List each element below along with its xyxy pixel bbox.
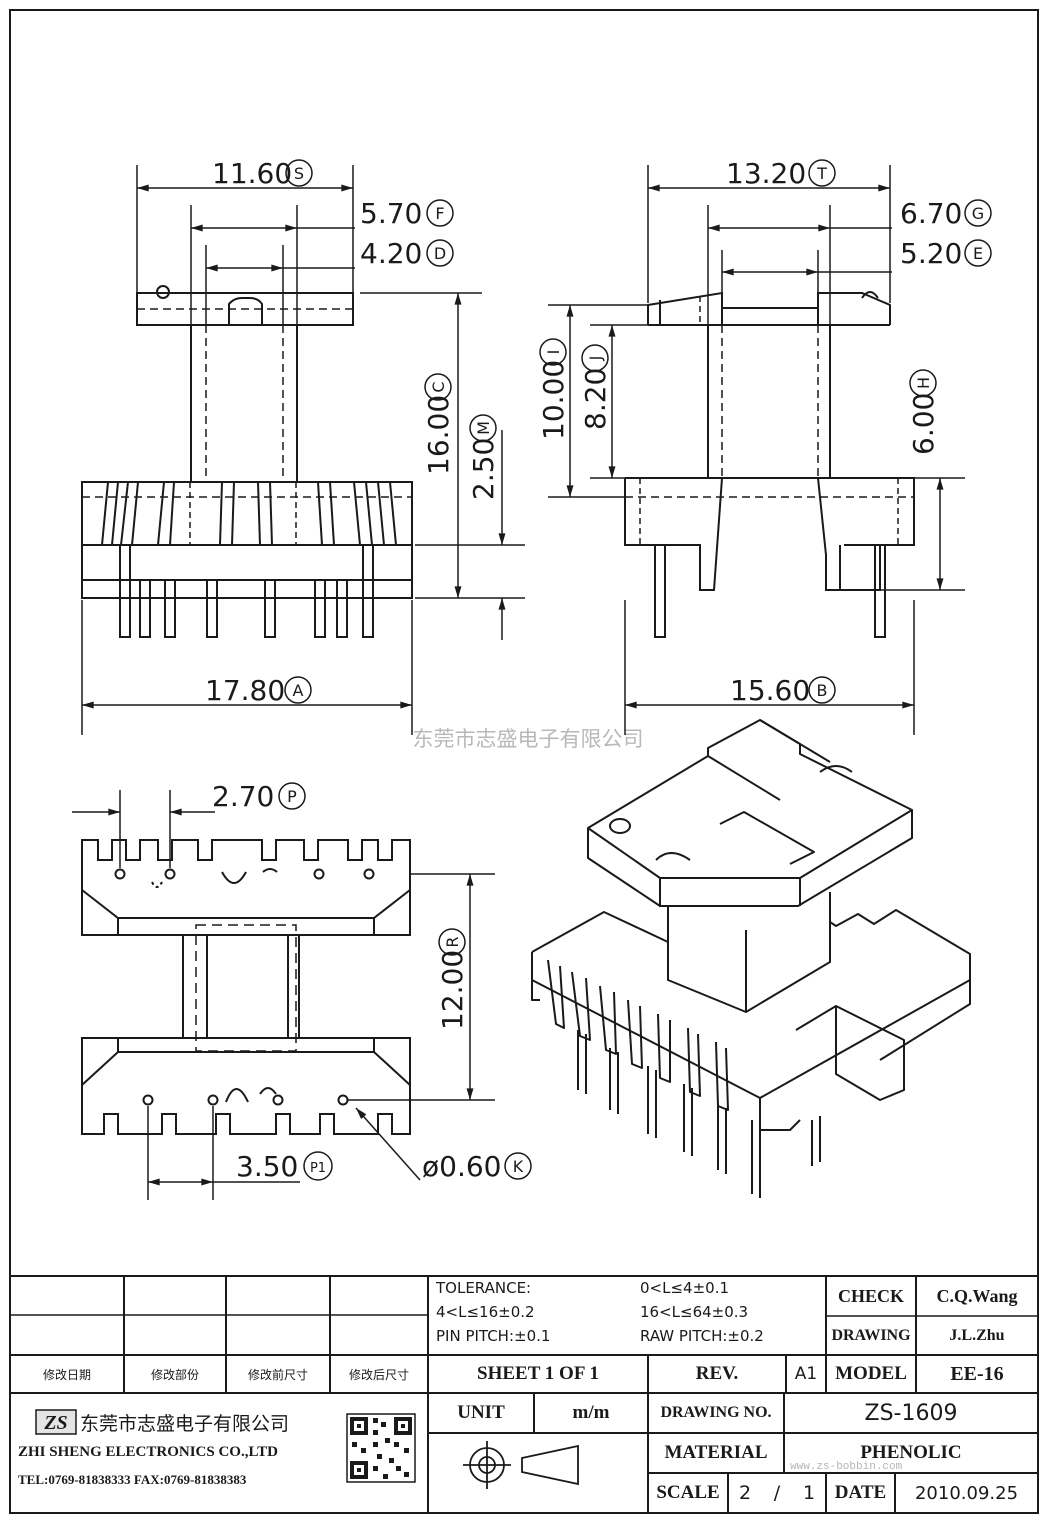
qr-code-icon	[346, 1413, 416, 1483]
dim-s-value: 11.60	[212, 157, 292, 190]
pin-pitch-tolerance: PIN PITCH:±0.1	[436, 1327, 551, 1345]
check-value: C.Q.Wang	[936, 1285, 1018, 1306]
dim-p-value: 2.70	[212, 780, 274, 813]
dim-d-letter: D	[434, 244, 446, 263]
side-view	[624, 291, 915, 638]
dim-e-letter: E	[973, 244, 983, 263]
rev-header-part: 修改部份	[150, 1367, 199, 1382]
dim-h-letter: H	[914, 377, 933, 389]
bottom-view	[81, 839, 411, 1135]
dim-s-letter: S	[294, 164, 304, 183]
dim-j-letter: J	[586, 356, 605, 362]
front-view	[81, 285, 413, 638]
material-value: PHENOLIC	[860, 1442, 962, 1463]
dim-i-value: 10.00	[537, 360, 570, 440]
tolerance-range-3: 16<L≤64±0.3	[640, 1303, 749, 1321]
scale-separator: /	[773, 1482, 781, 1504]
unit-label: UNIT	[457, 1402, 505, 1423]
dim-d-value: 4.20	[360, 237, 422, 270]
scale-numerator: 2	[738, 1482, 752, 1504]
drawing-no-label: DRAWING NO.	[660, 1404, 772, 1421]
website-watermark: www.zs-bobbin.com	[790, 1461, 903, 1473]
company-name-en: ZHI SHENG ELECTRONICS CO.,LTD	[18, 1443, 278, 1460]
raw-pitch-tolerance: RAW PITCH:±0.2	[640, 1327, 764, 1345]
dim-a-value: 17.80	[205, 674, 285, 707]
scale-label: SCALE	[656, 1482, 720, 1503]
svg-text:ZS: ZS	[43, 1412, 67, 1434]
sheet-count: SHEET 1 OF 1	[477, 1363, 599, 1384]
isometric-view	[531, 719, 971, 1198]
dim-c-letter: C	[429, 381, 448, 392]
watermark-company: 东莞市志盛电子有限公司	[413, 727, 644, 751]
model-label: MODEL	[835, 1363, 907, 1384]
unit-value: m/m	[572, 1402, 610, 1423]
dimension-text: 11.60 S 5.70 F 4.20 D 16.00 C 2.50 M 17.…	[205, 157, 992, 1183]
projection-symbol-icon	[463, 1441, 579, 1489]
drawing-label: DRAWING	[831, 1327, 911, 1344]
rev-header-before: 修改前尺寸	[247, 1367, 308, 1382]
dim-r-value: 12.00	[436, 950, 469, 1030]
company-logo-icon: ZS	[35, 1409, 77, 1435]
dim-p-letter: P	[287, 787, 297, 806]
dim-r-letter: R	[443, 936, 462, 947]
dim-j-value: 8.20	[579, 368, 612, 430]
rev-label: REV.	[695, 1363, 739, 1384]
date-value: 2010.09.25	[914, 1482, 1019, 1504]
dim-f-letter: F	[435, 204, 444, 223]
scale-denominator: 1	[802, 1482, 816, 1504]
material-label: MATERIAL	[664, 1442, 768, 1463]
tolerance-label: TOLERANCE:	[436, 1279, 532, 1297]
dimension-lines	[72, 165, 965, 1200]
model-value: EE-16	[950, 1362, 1004, 1385]
company-name-cn: 东莞市志盛电子有限公司	[80, 1412, 290, 1435]
rev-header-after: 修改后尺寸	[348, 1367, 409, 1382]
dim-g-value: 6.70	[900, 197, 962, 230]
rev-header-date: 修改日期	[42, 1367, 91, 1382]
sheet-border	[9, 9, 1039, 1514]
dim-t-letter: T	[816, 164, 827, 183]
tolerance-range-1: 0<L≤4±0.1	[640, 1279, 730, 1297]
dim-b-letter: B	[817, 681, 828, 700]
tolerance-range-2: 4<L≤16±0.2	[436, 1303, 535, 1321]
dim-i-letter: I	[544, 350, 563, 355]
date-label: DATE	[834, 1482, 887, 1503]
rev-value: A1	[794, 1364, 818, 1384]
dim-k-letter: K	[513, 1157, 524, 1176]
dim-m-letter: M	[474, 421, 493, 435]
dim-p1-letter: P1	[310, 1161, 326, 1176]
company-contact: TEL:0769-81838333 FAX:0769-81838383	[18, 1472, 247, 1487]
dim-c-value: 16.00	[422, 395, 455, 475]
dim-t-value: 13.20	[726, 157, 806, 190]
dim-f-value: 5.70	[360, 197, 422, 230]
dim-p1-value: 3.50	[236, 1150, 298, 1183]
dim-b-value: 15.60	[730, 674, 810, 707]
dim-h-value: 6.00	[907, 393, 940, 455]
title-block-grid	[10, 1275, 1038, 1513]
check-label: CHECK	[837, 1285, 904, 1306]
dim-a-letter: A	[293, 681, 304, 700]
dim-m-value: 2.50	[467, 438, 500, 500]
drawing-no-value: ZS-1609	[864, 1400, 958, 1426]
dim-k-value: ø0.60	[422, 1150, 501, 1183]
dim-e-value: 5.20	[900, 237, 962, 270]
dim-g-letter: G	[972, 204, 984, 223]
drawing-value: J.L.Zhu	[949, 1327, 1005, 1344]
